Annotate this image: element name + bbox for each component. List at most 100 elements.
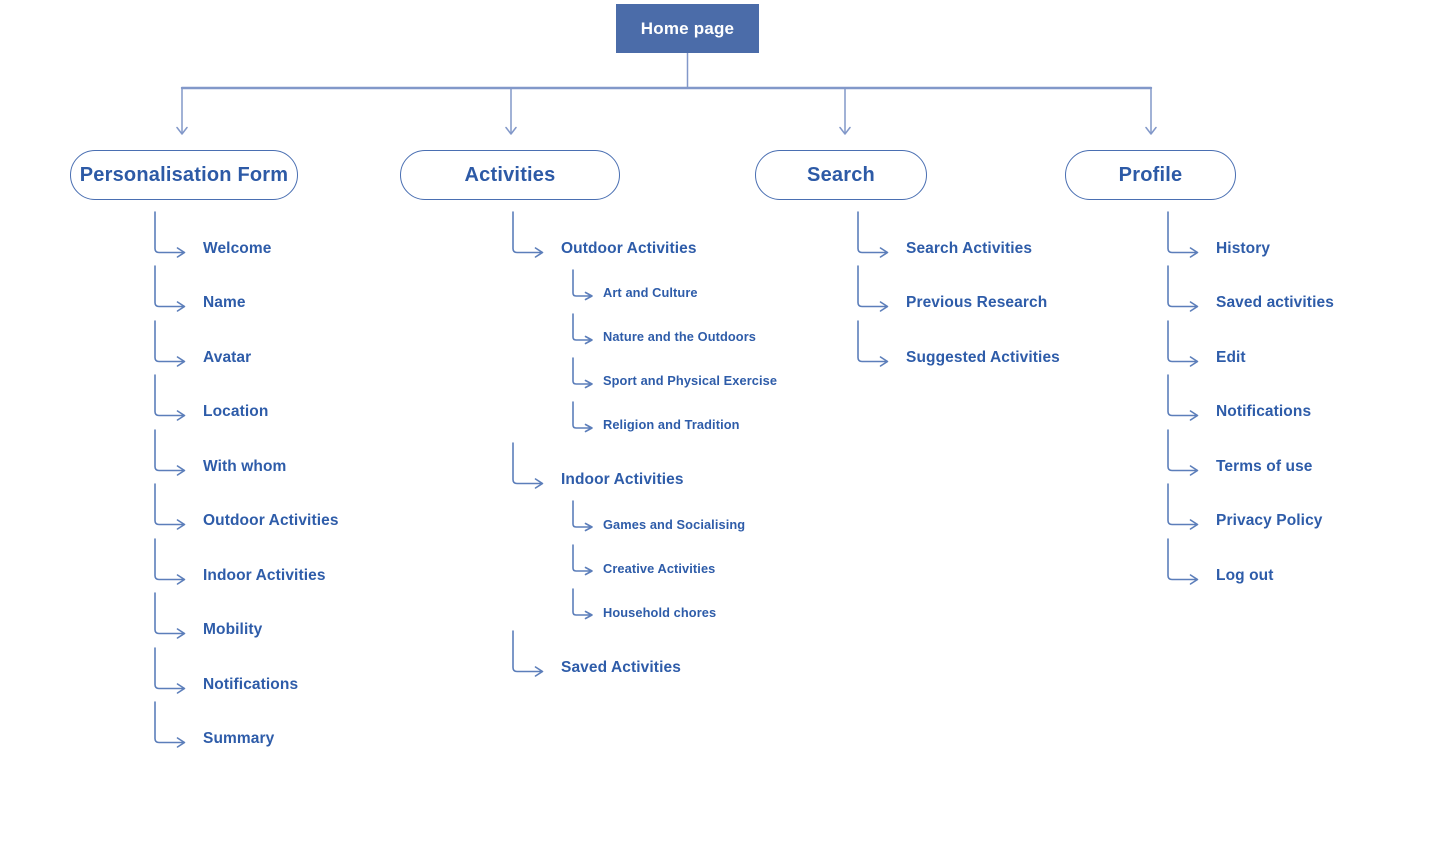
- sitemap-item-label: Notifications: [1216, 403, 1312, 420]
- sitemap-item-label: Creative Activities: [603, 560, 716, 576]
- sitemap-item-with-whom: With whom: [203, 455, 286, 479]
- sitemap-item-saved-activities: Saved Activities: [561, 656, 681, 680]
- elbow-arrow-icon: [1167, 319, 1199, 367]
- sitemap-item-welcome: Welcome: [203, 237, 271, 261]
- sitemap-item-location: Location: [203, 400, 268, 424]
- sitemap-item-label: History: [1216, 239, 1271, 257]
- elbow-arrow-icon: [572, 400, 593, 432]
- elbow-arrow-icon: [154, 319, 186, 367]
- sitemap-item-label: Outdoor Activities: [561, 239, 697, 257]
- branch-node-profile: Profile: [1065, 150, 1236, 200]
- sitemap-item-indoor-activities: Indoor Activities: [561, 468, 684, 492]
- sitemap-item-art-and-culture: Art and Culture: [603, 281, 698, 305]
- elbow-arrow-icon: [572, 356, 593, 388]
- sitemap-item-label: Mobility: [203, 621, 263, 638]
- sitemap-item-label: Sport and Physical Exercise: [603, 373, 778, 388]
- elbow-arrow-icon: [154, 210, 186, 258]
- sitemap-item-label: Indoor Activities: [203, 566, 326, 584]
- sitemap-item-history: History: [1216, 237, 1270, 261]
- elbow-arrow-icon: [857, 210, 889, 258]
- sitemap-item-edit: Edit: [1216, 346, 1246, 370]
- sitemap-item-label: Search Activities: [906, 239, 1033, 257]
- sitemap-item-outdoor-activities: Outdoor Activities: [561, 237, 697, 261]
- elbow-arrow-icon: [572, 312, 593, 344]
- elbow-arrow-icon: [154, 701, 186, 748]
- sitemap-item-household-chores: Household chores: [603, 600, 716, 624]
- elbow-arrow-icon: [1167, 210, 1199, 258]
- sitemap-item-nature-and-the-outdoors: Nature and the Outdoors: [603, 325, 756, 349]
- sitemap-item-label: Terms of use: [1216, 457, 1313, 475]
- sitemap-item-terms-of-use: Terms of use: [1216, 455, 1313, 479]
- sitemap-item-saved-activities: Saved activities: [1216, 291, 1334, 315]
- sitemap-item-search-activities: Search Activities: [906, 237, 1032, 261]
- sitemap-item-religion-and-tradition: Religion and Tradition: [603, 413, 740, 437]
- branch-node-label: Profile: [1118, 163, 1183, 186]
- elbow-arrow-icon: [572, 588, 593, 620]
- sitemap-item-name: Name: [203, 291, 246, 315]
- elbow-arrow-icon: [154, 265, 186, 312]
- sitemap-item-label: Edit: [1216, 348, 1246, 366]
- sitemap-item-label: Saved activities: [1216, 294, 1334, 311]
- sitemap-item-label: Name: [203, 294, 246, 311]
- branch-node-search: Search: [755, 150, 927, 200]
- sitemap-item-notifications: Notifications: [1216, 400, 1311, 424]
- elbow-arrow-icon: [572, 268, 593, 300]
- elbow-arrow-icon: [1167, 428, 1199, 476]
- sitemap-item-label: Nature and the Outdoors: [603, 329, 757, 344]
- sitemap-item-label: Summary: [203, 730, 275, 747]
- sitemap-item-label: Games and Socialising: [603, 516, 746, 532]
- home-page-label: Home page: [640, 18, 735, 38]
- sitemap-item-label: Saved Activities: [561, 658, 681, 676]
- sitemap-item-indoor-activities: Indoor Activities: [203, 564, 326, 588]
- sitemap-item-games-and-socialising: Games and Socialising: [603, 512, 745, 536]
- sitemap-item-label: Avatar: [203, 348, 252, 366]
- sitemap-item-avatar: Avatar: [203, 346, 251, 370]
- sitemap-item-outdoor-activities: Outdoor Activities: [203, 509, 339, 533]
- sitemap-item-label: Art and Culture: [603, 285, 698, 300]
- elbow-arrow-icon: [154, 483, 186, 530]
- elbow-arrow-icon: [512, 210, 544, 258]
- branch-node-label: Activities: [464, 163, 556, 186]
- sitemap-item-label: Log out: [1216, 566, 1274, 584]
- sitemap-item-creative-activities: Creative Activities: [603, 556, 715, 580]
- elbow-arrow-icon: [1167, 265, 1199, 312]
- branch-node-label: Search: [807, 163, 875, 186]
- sitemap-item-mobility: Mobility: [203, 618, 262, 642]
- elbow-arrow-icon: [512, 629, 544, 677]
- sitemap-item-label: With whom: [203, 457, 287, 475]
- sitemap-item-previous-research: Previous Research: [906, 291, 1047, 315]
- sitemap-item-suggested-activities: Suggested Activities: [906, 346, 1060, 370]
- sitemap-item-notifications: Notifications: [203, 673, 298, 697]
- sitemap-item-label: Previous Research: [906, 294, 1048, 311]
- elbow-arrow-icon: [572, 544, 593, 576]
- sitemap-item-label: Notifications: [203, 675, 299, 693]
- elbow-arrow-icon: [154, 646, 186, 694]
- sitemap-item-label: Welcome: [203, 239, 272, 257]
- sitemap-item-label: Indoor Activities: [561, 471, 684, 488]
- elbow-arrow-icon: [857, 319, 889, 367]
- elbow-arrow-icon: [857, 265, 889, 312]
- home-page-node: Home page: [616, 4, 759, 53]
- elbow-arrow-icon: [1167, 537, 1199, 585]
- elbow-arrow-icon: [154, 592, 186, 639]
- elbow-arrow-icon: [154, 428, 186, 476]
- elbow-arrow-icon: [572, 500, 593, 532]
- sitemap-item-log-out: Log out: [1216, 564, 1274, 588]
- sitemap-item-privacy-policy: Privacy Policy: [1216, 509, 1323, 533]
- elbow-arrow-icon: [1167, 374, 1199, 421]
- sitemap-item-label: Religion and Tradition: [603, 417, 740, 432]
- elbow-arrow-icon: [512, 442, 544, 489]
- branch-node-personalisation-form: Personalisation Form: [70, 150, 298, 200]
- sitemap-item-label: Privacy Policy: [1216, 512, 1323, 529]
- sitemap-item-label: Location: [203, 403, 269, 420]
- sitemap-item-sport-and-physical-exercise: Sport and Physical Exercise: [603, 369, 777, 393]
- sitemap-item-label: Household chores: [603, 604, 717, 620]
- branch-node-label: Personalisation Form: [79, 163, 289, 186]
- elbow-arrow-icon: [154, 374, 186, 421]
- elbow-arrow-icon: [154, 537, 186, 585]
- branch-node-activities: Activities: [400, 150, 620, 200]
- sitemap-item-label: Suggested Activities: [906, 348, 1060, 366]
- sitemap-item-label: Outdoor Activities: [203, 512, 339, 529]
- elbow-arrow-icon: [1167, 483, 1199, 530]
